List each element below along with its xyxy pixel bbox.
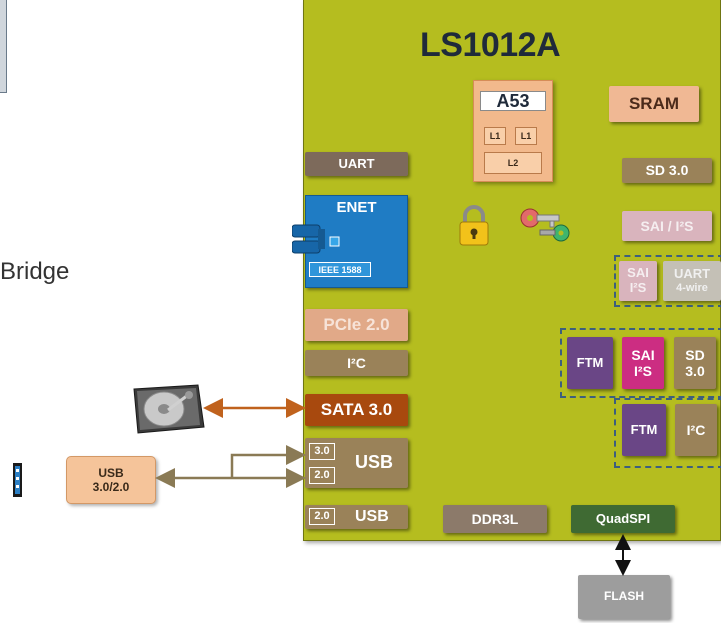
sai-gray-block: SAI I²S [619, 261, 657, 301]
a53-cluster: A53 L1 L1 L2 [473, 80, 553, 182]
sd-small-label-1: SD [685, 346, 705, 363]
dashed-group-middle [560, 328, 721, 398]
a53-label: A53 [480, 91, 546, 111]
sai-gray-label-1: SAI [627, 265, 649, 281]
usb-port-30: 3.0 [309, 443, 335, 460]
ftm-block-2: FTM [622, 404, 666, 456]
sd-small-block: SD 3.0 [674, 337, 716, 389]
sd-top-block: SD 3.0 [622, 158, 712, 183]
lock-icon [458, 205, 490, 247]
key-icon [520, 206, 572, 248]
ddr3l-block: DDR3L [443, 505, 547, 533]
external-usb-label-2: 3.0/2.0 [92, 480, 130, 494]
l1-cache-b: L1 [515, 127, 537, 145]
uart-gray-label-1: UART [673, 266, 711, 282]
dashed-group-bottom [614, 398, 721, 468]
partial-frame-edge [0, 0, 7, 93]
l2-cache: L2 [484, 152, 542, 174]
external-usb-label-1: USB [98, 465, 124, 480]
sd-small-label-2: 3.0 [685, 363, 705, 379]
sata-block: SATA 3.0 [305, 394, 408, 426]
uart-gray-label-2: 4-wire [676, 282, 708, 295]
flash-block: FLASH [578, 575, 670, 619]
uart-4wire-block: UART 4-wire [663, 261, 721, 301]
external-usb-box: USB 3.0/2.0 [66, 456, 156, 504]
usb-main-label: USB [355, 452, 394, 472]
dashed-group-top [614, 255, 721, 307]
ftm-block-1: FTM [567, 337, 613, 389]
sai-magenta-label-2: I²S [634, 363, 652, 379]
usb-main-block: 3.0 2.0 USB [305, 438, 408, 488]
sai-gray-label-2: I²S [629, 280, 647, 295]
enet-label: ENET [336, 199, 377, 216]
i2c-right-block: I²C [675, 404, 717, 456]
usb-connector-icon [13, 463, 22, 497]
quadspi-block: QuadSPI [571, 505, 675, 533]
hard-drive-icon [128, 383, 206, 435]
ieee-1588-label: IEEE 1588 [309, 262, 371, 277]
i2c-left-block: I²C [305, 350, 408, 376]
usb-port-20: 2.0 [309, 467, 335, 484]
pcie-block: PCIe 2.0 [305, 309, 408, 341]
sram-block: SRAM [609, 86, 699, 122]
usb-arrow-branch [230, 453, 301, 480]
sai-i2s-top-block: SAI / I²S [622, 211, 712, 241]
l1-cache-a: L1 [484, 127, 506, 145]
network-port-icon [291, 223, 342, 261]
sai-magenta-block: SAI I²S [622, 337, 664, 389]
usb-second-block: 2.0 USB [305, 505, 408, 529]
chip-title: LS1012A [420, 26, 561, 64]
uart-block: UART [305, 152, 408, 176]
usb2-port-20: 2.0 [309, 508, 335, 525]
sai-magenta-label-1: SAI [631, 346, 655, 363]
usb2-label: USB [355, 508, 389, 525]
bridge-label: Bridge [0, 258, 70, 285]
